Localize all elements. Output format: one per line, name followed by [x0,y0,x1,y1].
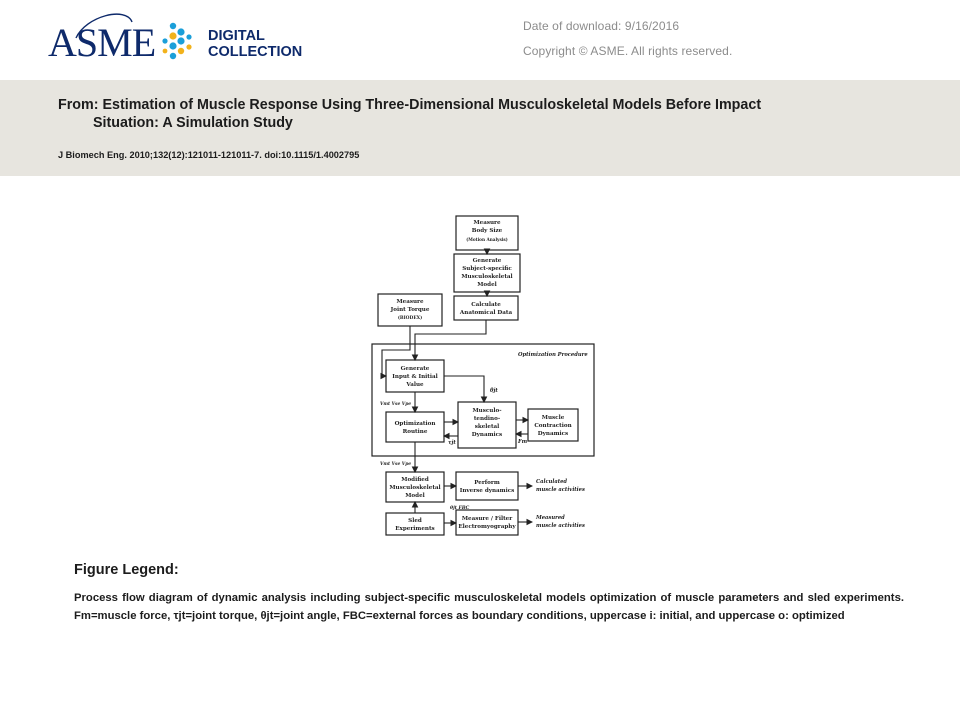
label-modified-musculoskeletal: Musculoskeletal [389,485,440,491]
symbol-v-optimized: Vmt Vse Vpe [380,462,411,467]
symbol-tau-jt: τjt [448,440,456,446]
article-title: From: Estimation of Muscle Response Usin… [58,96,908,132]
process-flow-diagram: Measure Body Size (Motion Analysis) Gene… [371,215,595,536]
label-contraction: Contraction [534,423,571,429]
box-modified-model [385,471,445,503]
box-optimization-routine [385,411,445,443]
article-header-band [0,80,960,176]
label-tendino: tendino- [474,416,501,422]
logo-swoosh [75,13,133,39]
box-emg [455,509,519,536]
label-input-initial: Input & Initial [392,374,437,380]
label-experiments: Experiments [395,526,434,532]
download-date: Date of download: 9/16/2016 [523,19,680,33]
label-electromyography: Electromyography [458,524,516,530]
label-skeletal: skeletal [475,424,500,430]
box-calculate-anatomical [453,295,519,321]
label-measure: Measure [473,220,501,226]
label-calculated-activities: muscle activities [536,487,585,493]
figure-legend-text: Process flow diagram of dynamic analysis… [74,592,904,622]
label-musculoskeletal: Musculoskeletal [461,274,512,280]
label-dynamics: Dynamics [472,432,502,438]
symbol-theta-jt: θjt [490,388,498,394]
copyright-notice: Copyright © ASME. All rights reserved. [523,44,733,58]
label-modified: Modified [401,477,429,483]
label-subject-specific: Subject-specific [462,266,512,272]
label-modified-model: Model [405,493,425,499]
label-body-size: Body Size [472,228,503,234]
article-title-line1: From: Estimation of Muscle Response Usin… [58,97,762,113]
label-gen-input: Generate [401,366,430,372]
label-value: Value [405,382,424,388]
label-perform: Perform [474,480,500,486]
logo-dots-icon [162,22,192,60]
label-measure-filter: Measure / Filter [462,516,512,522]
label-optimization-procedure: Optimization Procedure [518,352,588,358]
box-measure-joint-torque [377,293,443,327]
label-musculo: Musculo- [472,408,502,414]
download-meta: Date of download: 9/16/2016 Copyright © … [523,19,732,69]
figure-legend-heading: Figure Legend: [74,562,179,578]
logo-digital-text: DIGITAL [208,28,265,44]
asme-logo[interactable]: ASME DIGITAL COLLECTION [46,8,326,70]
symbol-v-initial: Vmt Vse Vpe [380,402,411,407]
article-citation: J Biomech Eng. 2010;132(12):121011-12101… [58,150,360,160]
label-generate: Generate [473,258,502,264]
label-measured-activities: muscle activities [536,523,585,529]
label-joint-torque: Joint Torque [390,307,430,313]
box-measure-body-size [455,215,519,251]
label-measured: Measured [535,515,565,521]
label-calculate: Calculate [471,302,501,308]
diagram-arrows [380,248,534,527]
label-measure-torque: Measure [396,299,424,305]
label-model: Model [477,282,497,288]
label-anatomical-data: Anatomical Data [459,310,513,316]
logo-collection-text: COLLECTION [208,44,302,60]
label-routine: Routine [403,429,428,435]
label-sled: Sled [408,518,422,524]
label-calculated: Calculated [536,479,567,485]
process-flow-figure: Measure Body Size (Motion Analysis) Gene… [368,210,596,540]
label-optimization: Optimization [395,421,436,427]
box-muscle-contraction-dynamics [527,408,579,442]
box-inverse-dynamics [455,471,519,501]
asme-logo-graphic: ASME DIGITAL COLLECTION [48,13,302,65]
label-biodex: (BIODEX) [398,316,422,321]
symbol-theta-fbc: θjt FBC [450,505,470,511]
label-motion-analysis: (Motion Analysis) [466,237,508,242]
label-muscle: Muscle [542,415,565,421]
symbol-fm: Fm [517,439,528,445]
label-inverse-dynamics: Inverse dynamics [460,488,515,494]
article-title-line2: Situation: A Simulation Study [93,115,293,131]
label-contraction-dynamics: Dynamics [538,431,568,437]
logo-asme-text: ASME [48,20,155,65]
